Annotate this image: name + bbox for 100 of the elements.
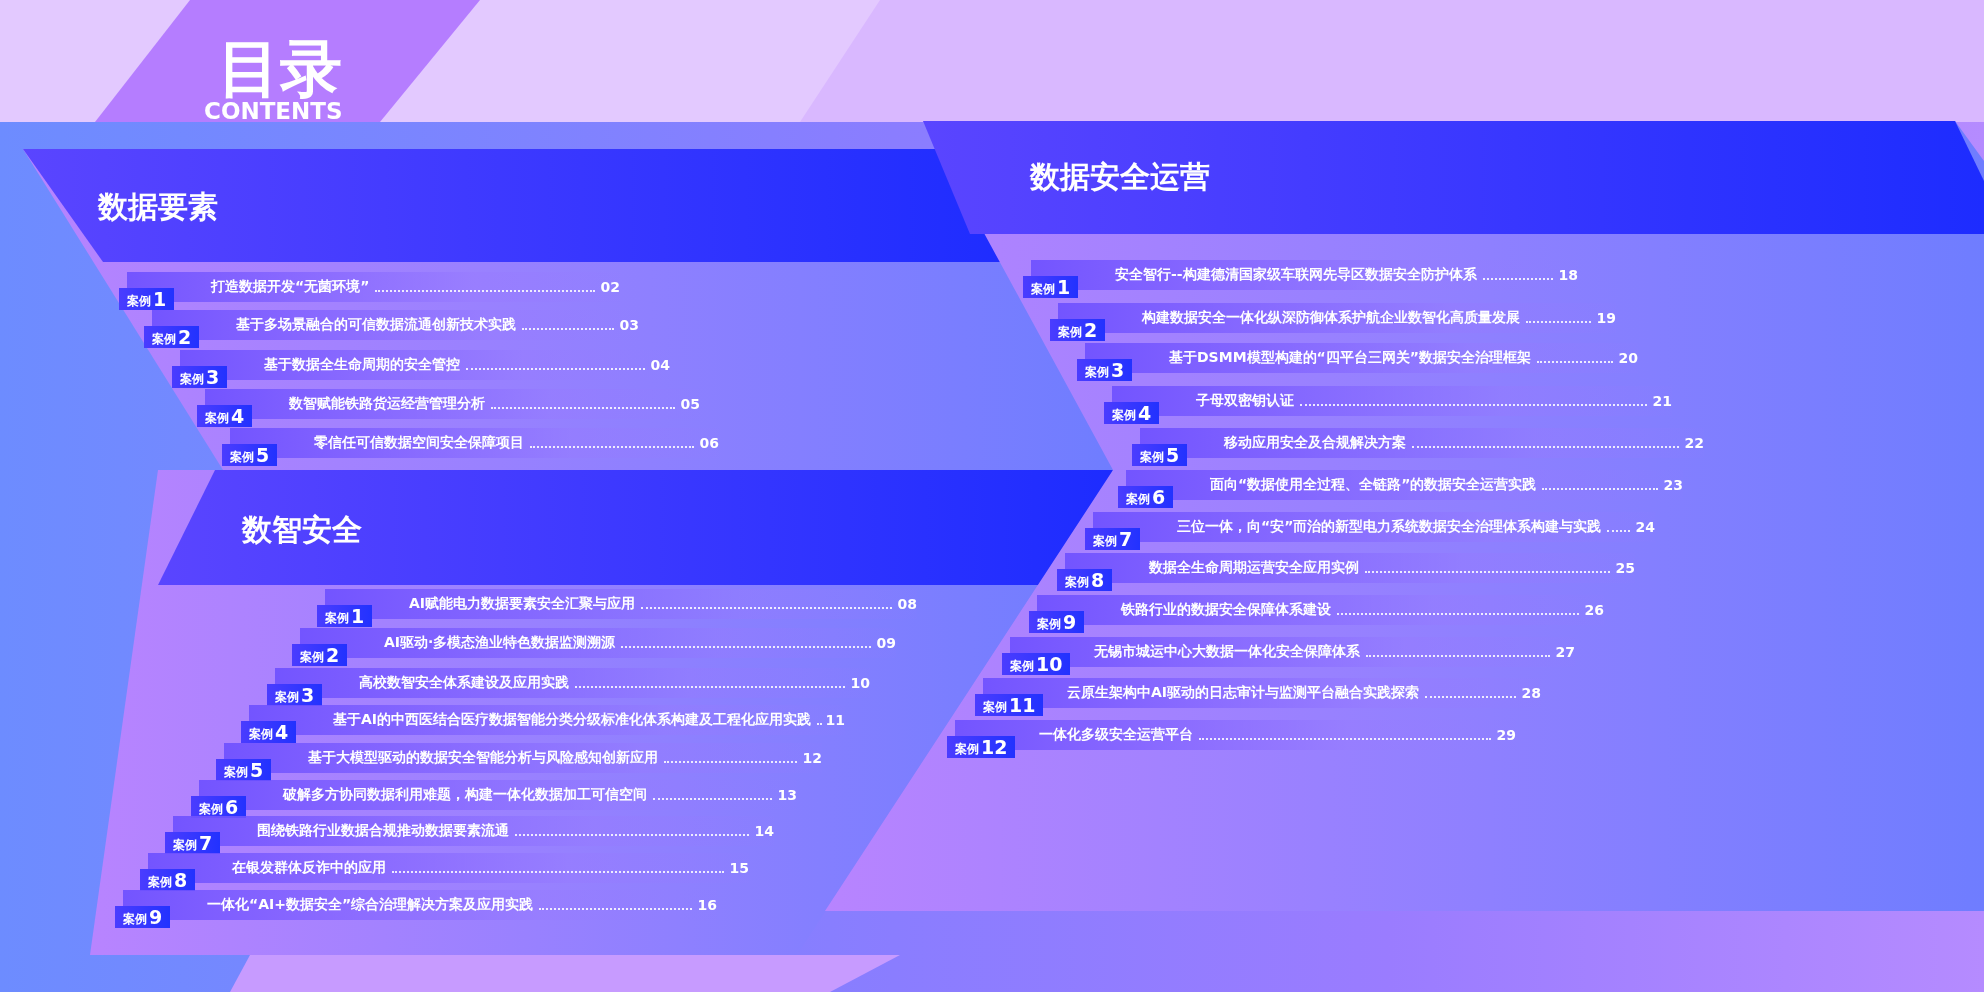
badge-label: 案例 <box>1037 616 1061 633</box>
case-number: 9 <box>149 906 163 928</box>
page-number: 23 <box>1663 477 1683 493</box>
case-number: 1 <box>1057 276 1071 298</box>
page-number: 12 <box>802 750 822 766</box>
entry-title: 构建数据安全一体化纵深防御体系护航企业数智化高质量发展 <box>1142 309 1520 327</box>
page-number: 04 <box>650 357 670 373</box>
case-number: 10 <box>1036 653 1063 675</box>
badge-label: 案例 <box>1065 574 1089 591</box>
page-number: 27 <box>1555 644 1575 660</box>
page-number: 28 <box>1521 685 1541 701</box>
page-number: 18 <box>1558 267 1578 283</box>
entry-title: 基于大模型驱动的数据安全智能分析与风险感知创新应用 <box>308 749 658 767</box>
badge-label: 案例 <box>199 801 223 818</box>
entry-title: 安全智行--构建德清国家级车联网先导区数据安全防护体系 <box>1115 266 1477 284</box>
page-number: 20 <box>1618 350 1638 366</box>
case-number: 12 <box>981 736 1008 758</box>
badge-label: 案例 <box>148 874 172 891</box>
case-number: 5 <box>256 444 270 466</box>
badge-label: 案例 <box>127 293 151 310</box>
badge-label: 案例 <box>1031 281 1055 298</box>
entry-title: 围绕铁路行业数据合规推动数据要素流通 <box>257 822 509 840</box>
badge-label: 案例 <box>300 649 324 666</box>
badge-label: 案例 <box>275 689 299 706</box>
badge-label: 案例 <box>1093 533 1117 550</box>
case-number: 8 <box>174 869 188 891</box>
badge-label: 案例 <box>224 764 248 781</box>
entry-title: 移动应用安全及合规解决方案 <box>1224 434 1406 452</box>
case-number: 5 <box>1166 444 1180 466</box>
page-number: 09 <box>876 635 896 651</box>
page-number: 15 <box>729 860 749 876</box>
case-number: 7 <box>199 832 213 854</box>
badge-label: 案例 <box>180 371 204 388</box>
badge-label: 案例 <box>983 699 1007 716</box>
entry-title: AI赋能电力数据要素安全汇聚与应用 <box>409 595 636 613</box>
page-number: 10 <box>850 675 870 691</box>
page-number: 02 <box>600 279 620 295</box>
badge-label: 案例 <box>173 837 197 854</box>
entry-title: 一体化“AI+数据安全”综合治理解决方案及应用实践 <box>207 896 534 914</box>
page-number: 22 <box>1684 435 1704 451</box>
badge-label: 案例 <box>230 449 254 466</box>
page-number: 16 <box>697 897 717 913</box>
page-number: 24 <box>1635 519 1655 535</box>
entry-title: AI驱动·多模态渔业特色数据监测溯源 <box>384 634 616 652</box>
badge-label: 案例 <box>152 331 176 348</box>
badge-label: 案例 <box>1126 491 1150 508</box>
badge-label: 案例 <box>1010 658 1034 675</box>
case-number: 6 <box>1152 486 1166 508</box>
badge-label: 案例 <box>1085 364 1109 381</box>
case-number: 3 <box>1111 359 1125 381</box>
case-number: 5 <box>250 759 264 781</box>
badge-label: 案例 <box>123 911 147 928</box>
case-number: 2 <box>178 326 192 348</box>
case-number: 9 <box>1063 611 1077 633</box>
badge-label: 案例 <box>1140 449 1164 466</box>
entry-title: 数据全生命周期运营安全应用实例 <box>1149 559 1359 577</box>
case-number: 6 <box>225 796 239 818</box>
entry-title: 基于DSMM模型构建的“四平台三网关”数据安全治理框架 <box>1169 349 1531 367</box>
page-number: 14 <box>754 823 774 839</box>
entry-title: 在银发群体反诈中的应用 <box>232 859 386 877</box>
case-number: 2 <box>326 644 340 666</box>
section-heading: 数智安全 <box>242 511 362 549</box>
badge-label: 案例 <box>1058 324 1082 341</box>
case-number: 3 <box>206 366 220 388</box>
entry-title: 无锡市城运中心大数据一体化安全保障体系 <box>1094 643 1360 661</box>
badge-label: 案例 <box>205 410 229 427</box>
page-number: 05 <box>680 396 700 412</box>
entry-title: 三位一体，向“安”而治的新型电力系统数据安全治理体系构建与实践 <box>1177 518 1602 536</box>
entry-title: 面向“数据使用全过程、全链路”的数据安全运营实践 <box>1210 476 1537 494</box>
badge-label: 案例 <box>1112 407 1136 424</box>
entry-title: 铁路行业的数据安全保障体系建设 <box>1121 601 1331 619</box>
case-number: 4 <box>275 721 289 743</box>
entry-title: 打造数据开发“无菌环境” <box>211 278 370 296</box>
case-number: 11 <box>1009 694 1036 716</box>
case-number: 7 <box>1119 528 1133 550</box>
case-number: 4 <box>1138 402 1152 424</box>
entry-title: 破解多方协同数据利用难题，构建一体化数据加工可信空间 <box>283 786 647 804</box>
page-number: 21 <box>1652 393 1672 409</box>
case-number: 3 <box>301 684 315 706</box>
page-number: 06 <box>699 435 719 451</box>
page-number: 26 <box>1584 602 1604 618</box>
page-number: 19 <box>1596 310 1616 326</box>
entry-title: 基于多场景融合的可信数据流通创新技术实践 <box>236 316 516 334</box>
case-number: 1 <box>351 605 365 627</box>
section-heading: 数据安全运营 <box>1030 158 1210 196</box>
section-heading: 数据要素 <box>98 188 218 226</box>
page-number: 25 <box>1615 560 1635 576</box>
case-number: 8 <box>1091 569 1105 591</box>
page-number: 29 <box>1496 727 1516 743</box>
page-number: 13 <box>777 787 797 803</box>
badge-label: 案例 <box>249 726 273 743</box>
badge-label: 案例 <box>955 741 979 758</box>
page-number: 11 <box>825 712 845 728</box>
entry-title: 零信任可信数据空间安全保障项目 <box>314 434 524 452</box>
entry-title: 云原生架构中AI驱动的日志审计与监测平台融合实践探索 <box>1067 684 1420 702</box>
entry-title: 子母双密钥认证 <box>1196 392 1294 410</box>
entry-title: 基于数据全生命周期的安全管控 <box>264 356 460 374</box>
case-number: 4 <box>231 405 245 427</box>
page-number: 03 <box>619 317 639 333</box>
entry-title: 数智赋能铁路货运经营管理分析 <box>289 395 485 413</box>
